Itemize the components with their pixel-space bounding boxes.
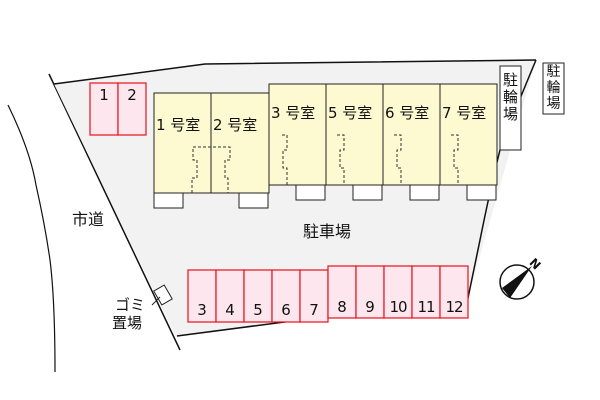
parking-space-5: 5 [253,301,263,319]
garbage-label-line2: 置場 [112,314,143,332]
room-3-label: 3 号室 [271,104,316,122]
parking-lot-label: 駐車場 [303,222,352,241]
parking-space-6: 6 [281,301,291,319]
parking-space-9: 9 [365,298,375,316]
room-2-label: 2 号室 [213,116,258,134]
garbage-label-line1: ゴミ [115,296,146,314]
parking-space-4: 4 [225,301,235,319]
parking-space-7: 7 [309,301,319,319]
parking-space-10: 10 [389,298,407,316]
room-7-label: 7 号室 [442,104,487,122]
room-5-label: 5 号室 [328,104,373,122]
parking-space-1: 1 [99,86,109,104]
parking-space-11: 11 [417,298,435,316]
bicycle-parking-label-1: 駐輪場 [502,71,518,123]
parking-space-12: 12 [445,298,463,316]
parking-space-8: 8 [337,298,347,316]
room-6-label: 6 号室 [385,104,430,122]
parking-space-2: 2 [127,86,137,104]
room-1-label: 1 号室 [156,116,201,134]
bicycle-parking-label-2: 駐輪場 [546,64,561,112]
parking-space-3: 3 [197,301,207,319]
road-label: 市道 [72,210,105,229]
